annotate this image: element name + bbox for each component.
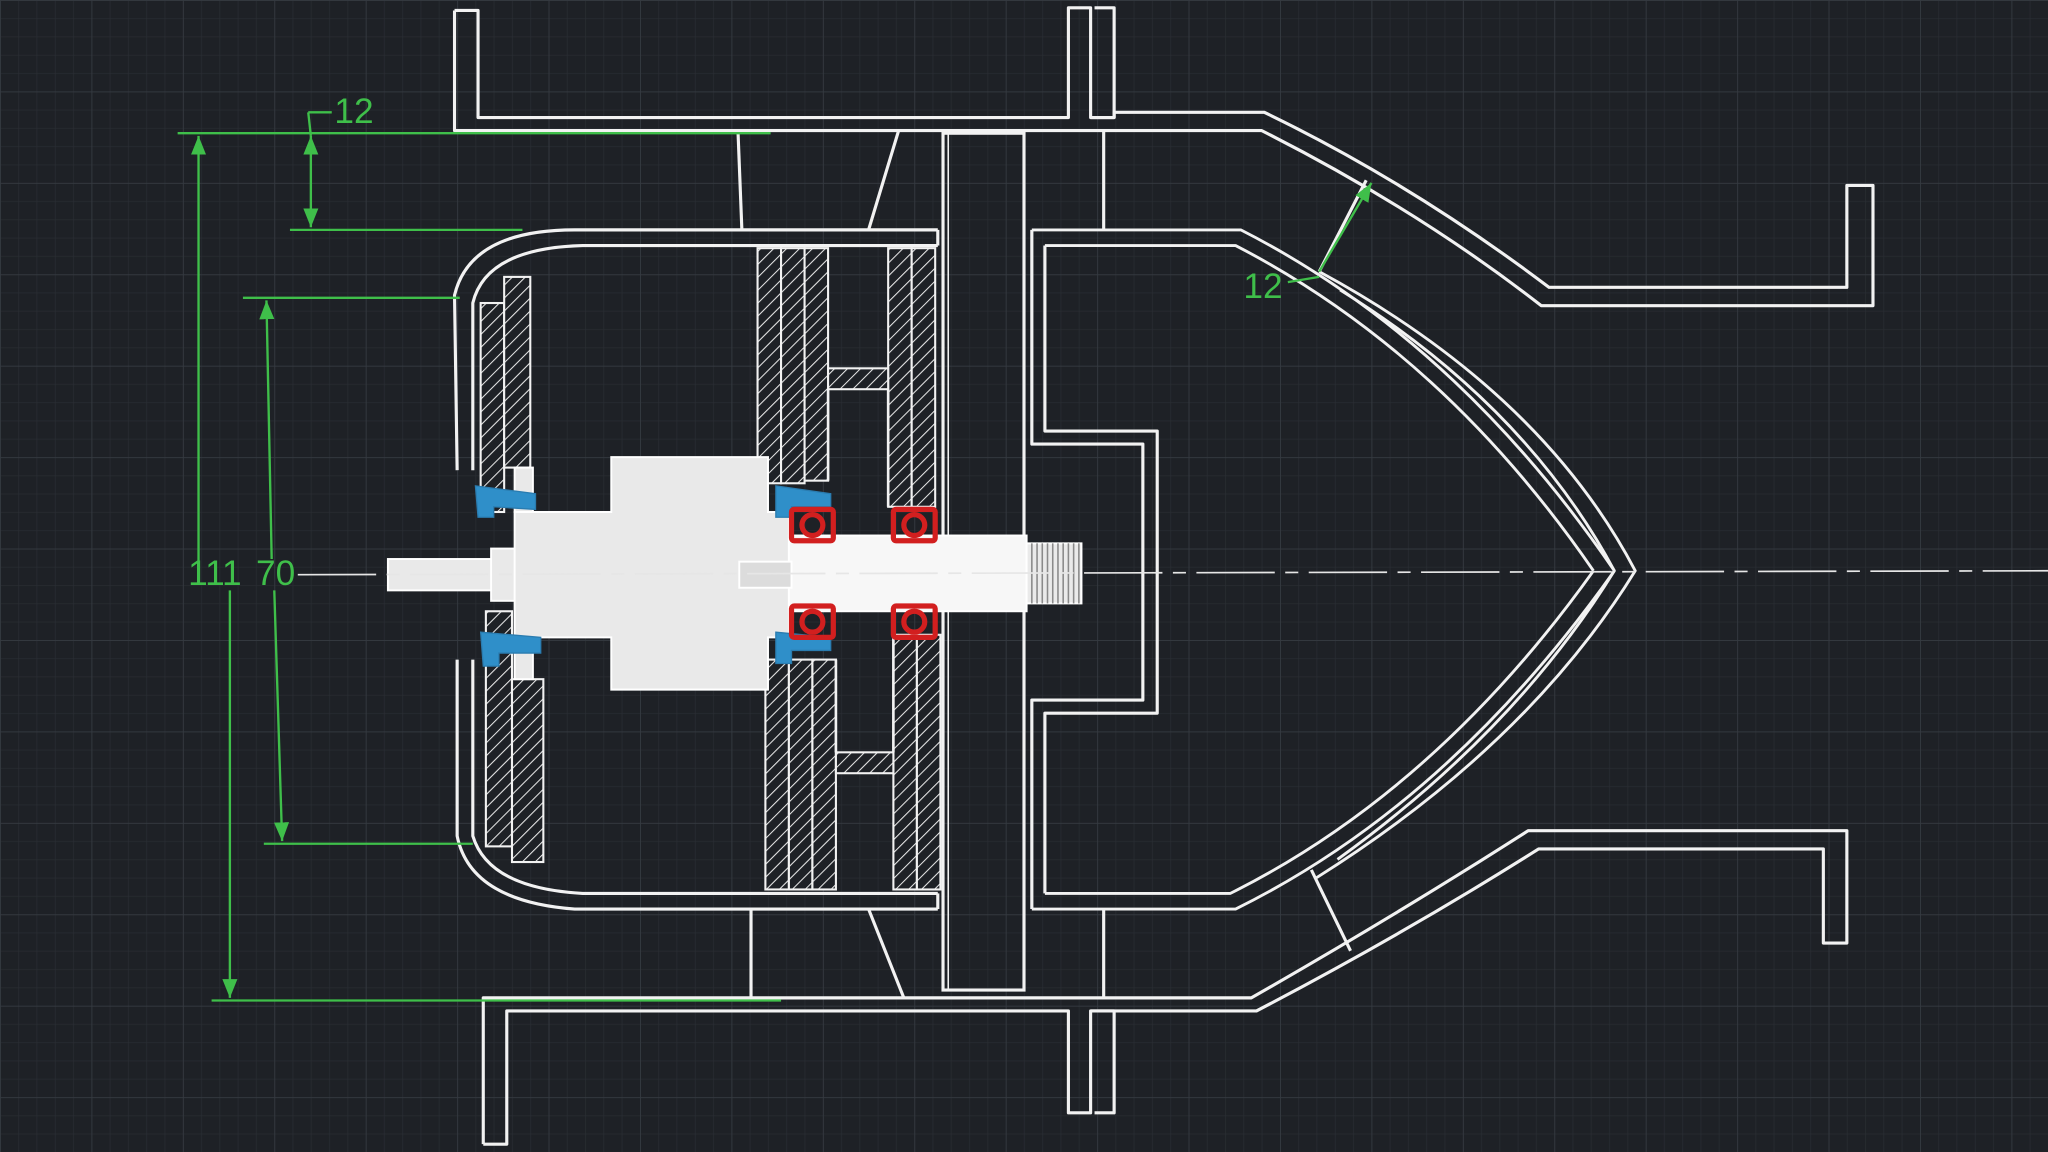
dimension-labels: 12 111 70 12	[188, 92, 1283, 593]
plate-outlines	[826, 389, 895, 753]
centerline	[297, 569, 2048, 576]
dimension-inner-height-label: 70	[256, 554, 295, 593]
dimension-outer-height-label: 111	[188, 554, 242, 593]
bearing-icon[interactable]	[788, 506, 938, 640]
bolt-icon[interactable]	[474, 485, 832, 667]
dimension-lines	[177, 111, 1373, 1002]
dimension-nose-wall-label: 12	[1243, 267, 1282, 306]
dimension-top-wall-label: 12	[334, 92, 373, 131]
